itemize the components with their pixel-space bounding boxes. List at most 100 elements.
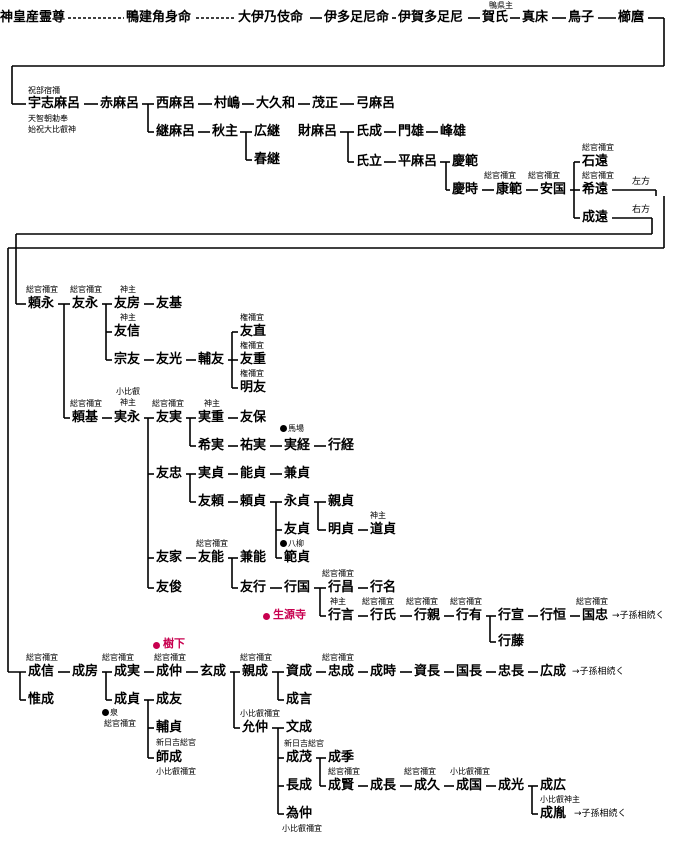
person-name: 茂正 — [312, 96, 339, 111]
person-name: 伊多足尼命 — [324, 10, 390, 25]
rank-title: 総官禰宜 — [70, 399, 102, 408]
person-name: 友光 — [156, 352, 183, 367]
person-name: 成言 — [286, 692, 313, 707]
rank-title: 新日吉総官 — [284, 739, 324, 748]
rank-title: 新日吉総官 — [156, 738, 196, 747]
rank-title: 総官禰宜 — [102, 653, 134, 662]
person-name: 友貞 — [284, 522, 311, 537]
rank-title: 総官禰宜 — [104, 719, 136, 728]
person-name: 行有 — [456, 608, 483, 623]
person-name: 櫛麿 — [618, 10, 645, 25]
highlight-dot-icon — [153, 642, 160, 649]
highlight-dot-icon — [263, 613, 270, 620]
rank-title: 小比叡禰宜 — [240, 709, 280, 718]
rank-title: 総官禰宜 — [70, 285, 102, 294]
person-name: 成友 — [156, 692, 183, 707]
person-name: 春継 — [254, 152, 281, 167]
person-name: 友家 — [156, 550, 183, 565]
person-name: 国忠 — [582, 608, 609, 623]
rank-title: 小比叡 — [116, 387, 140, 396]
rank-title: 総官禰宜 — [322, 653, 354, 662]
highlight-label: 生源寺 — [273, 608, 306, 621]
person-name: 成胤 — [540, 806, 567, 821]
person-name: 友行 — [240, 580, 267, 595]
rank-title: 総官禰宜 — [484, 171, 516, 180]
person-name: 頼基 — [72, 410, 99, 425]
person-name: 道貞 — [370, 522, 397, 537]
person-name: 伊賀多足尼 — [398, 10, 464, 25]
person-name: 永貞 — [284, 494, 311, 509]
person-name: 賀氏 — [482, 10, 509, 25]
person-name: 親成 — [242, 664, 269, 679]
person-name: 成久 — [414, 778, 441, 793]
rank-title: 総官禰宜 — [582, 171, 614, 180]
person-name: 友重 — [240, 352, 267, 367]
person-name: 友実 — [156, 410, 183, 425]
person-name: 允仲 — [242, 720, 269, 735]
rank-title: 小比叡禰宜 — [450, 767, 490, 776]
annotation-note: →子孫相続く — [612, 611, 665, 621]
person-name: 行恒 — [540, 608, 567, 623]
person-name: 友基 — [156, 296, 183, 311]
person-name: 鴨建角身命 — [126, 10, 192, 25]
person-name: 成遠 — [582, 210, 609, 225]
person-name: 忠成 — [328, 664, 355, 679]
rank-title: 神主 — [120, 398, 136, 407]
marker-dot-icon — [280, 425, 287, 432]
person-name: 兼能 — [240, 550, 267, 565]
person-name: 弓麻呂 — [356, 96, 396, 111]
person-name: 実経 — [284, 438, 311, 453]
person-name: 成賢 — [328, 778, 355, 793]
person-name: 友能 — [198, 550, 225, 565]
person-name: 行言 — [328, 608, 355, 623]
person-name: 門雄 — [398, 124, 425, 139]
annotation-note: →子孫相続く — [574, 809, 627, 819]
person-name: 師成 — [156, 750, 183, 765]
person-name: 成季 — [328, 750, 355, 765]
person-name: 国長 — [456, 664, 483, 679]
person-name: 頼永 — [28, 296, 55, 311]
rank-title: 総官禰宜 — [152, 399, 184, 408]
rank-title: 神主 — [120, 285, 136, 294]
rank-title: 総官禰宜 — [26, 285, 58, 294]
person-name: 実重 — [198, 410, 225, 425]
person-name: 成房 — [72, 664, 99, 679]
person-name: 友保 — [240, 410, 267, 425]
person-name: 頼貞 — [240, 494, 267, 509]
person-name: 行親 — [414, 608, 441, 623]
person-name: 兼貞 — [284, 466, 311, 481]
person-name: 成茂 — [286, 750, 313, 765]
person-name: 資長 — [414, 664, 441, 679]
person-name: 安国 — [540, 182, 567, 197]
rank-title: 総官禰宜 — [528, 171, 560, 180]
person-name: 明友 — [240, 380, 267, 395]
person-name: 為仲 — [286, 806, 313, 821]
person-name: 輔友 — [198, 352, 225, 367]
rank-title: 始祝大比叡神 — [28, 125, 76, 134]
person-name: 宗友 — [114, 352, 141, 367]
marker-dot-icon — [280, 540, 287, 547]
person-name: 広継 — [254, 124, 281, 139]
rank-title: 神主 — [120, 313, 136, 322]
person-name: 村嶋 — [214, 96, 241, 111]
rank-title: 総官禰宜 — [406, 597, 438, 606]
person-name: 赤麻呂 — [100, 96, 140, 111]
rank-title: 総官禰宜 — [322, 569, 354, 578]
rank-title: 鴨県主 — [489, 1, 513, 10]
rank-title: 総官禰宜 — [196, 539, 228, 548]
person-name: 長成 — [286, 778, 313, 793]
person-name: 行名 — [370, 580, 397, 595]
rank-title: 祝部宿禰 — [28, 86, 60, 95]
person-name: 行藤 — [498, 634, 525, 649]
person-name: 玄成 — [200, 664, 227, 679]
person-name: 惟成 — [28, 692, 55, 707]
person-name: 慶時 — [452, 182, 479, 197]
person-name: 広成 — [540, 664, 567, 679]
person-name: 宇志麻呂 — [28, 96, 81, 111]
rank-title: 権禰宜 — [240, 341, 264, 350]
person-name: 行国 — [284, 580, 311, 595]
person-name: 明貞 — [328, 522, 355, 537]
person-name: 成仲 — [156, 664, 183, 679]
rank-title: 小比叡禰宜 — [282, 824, 322, 833]
